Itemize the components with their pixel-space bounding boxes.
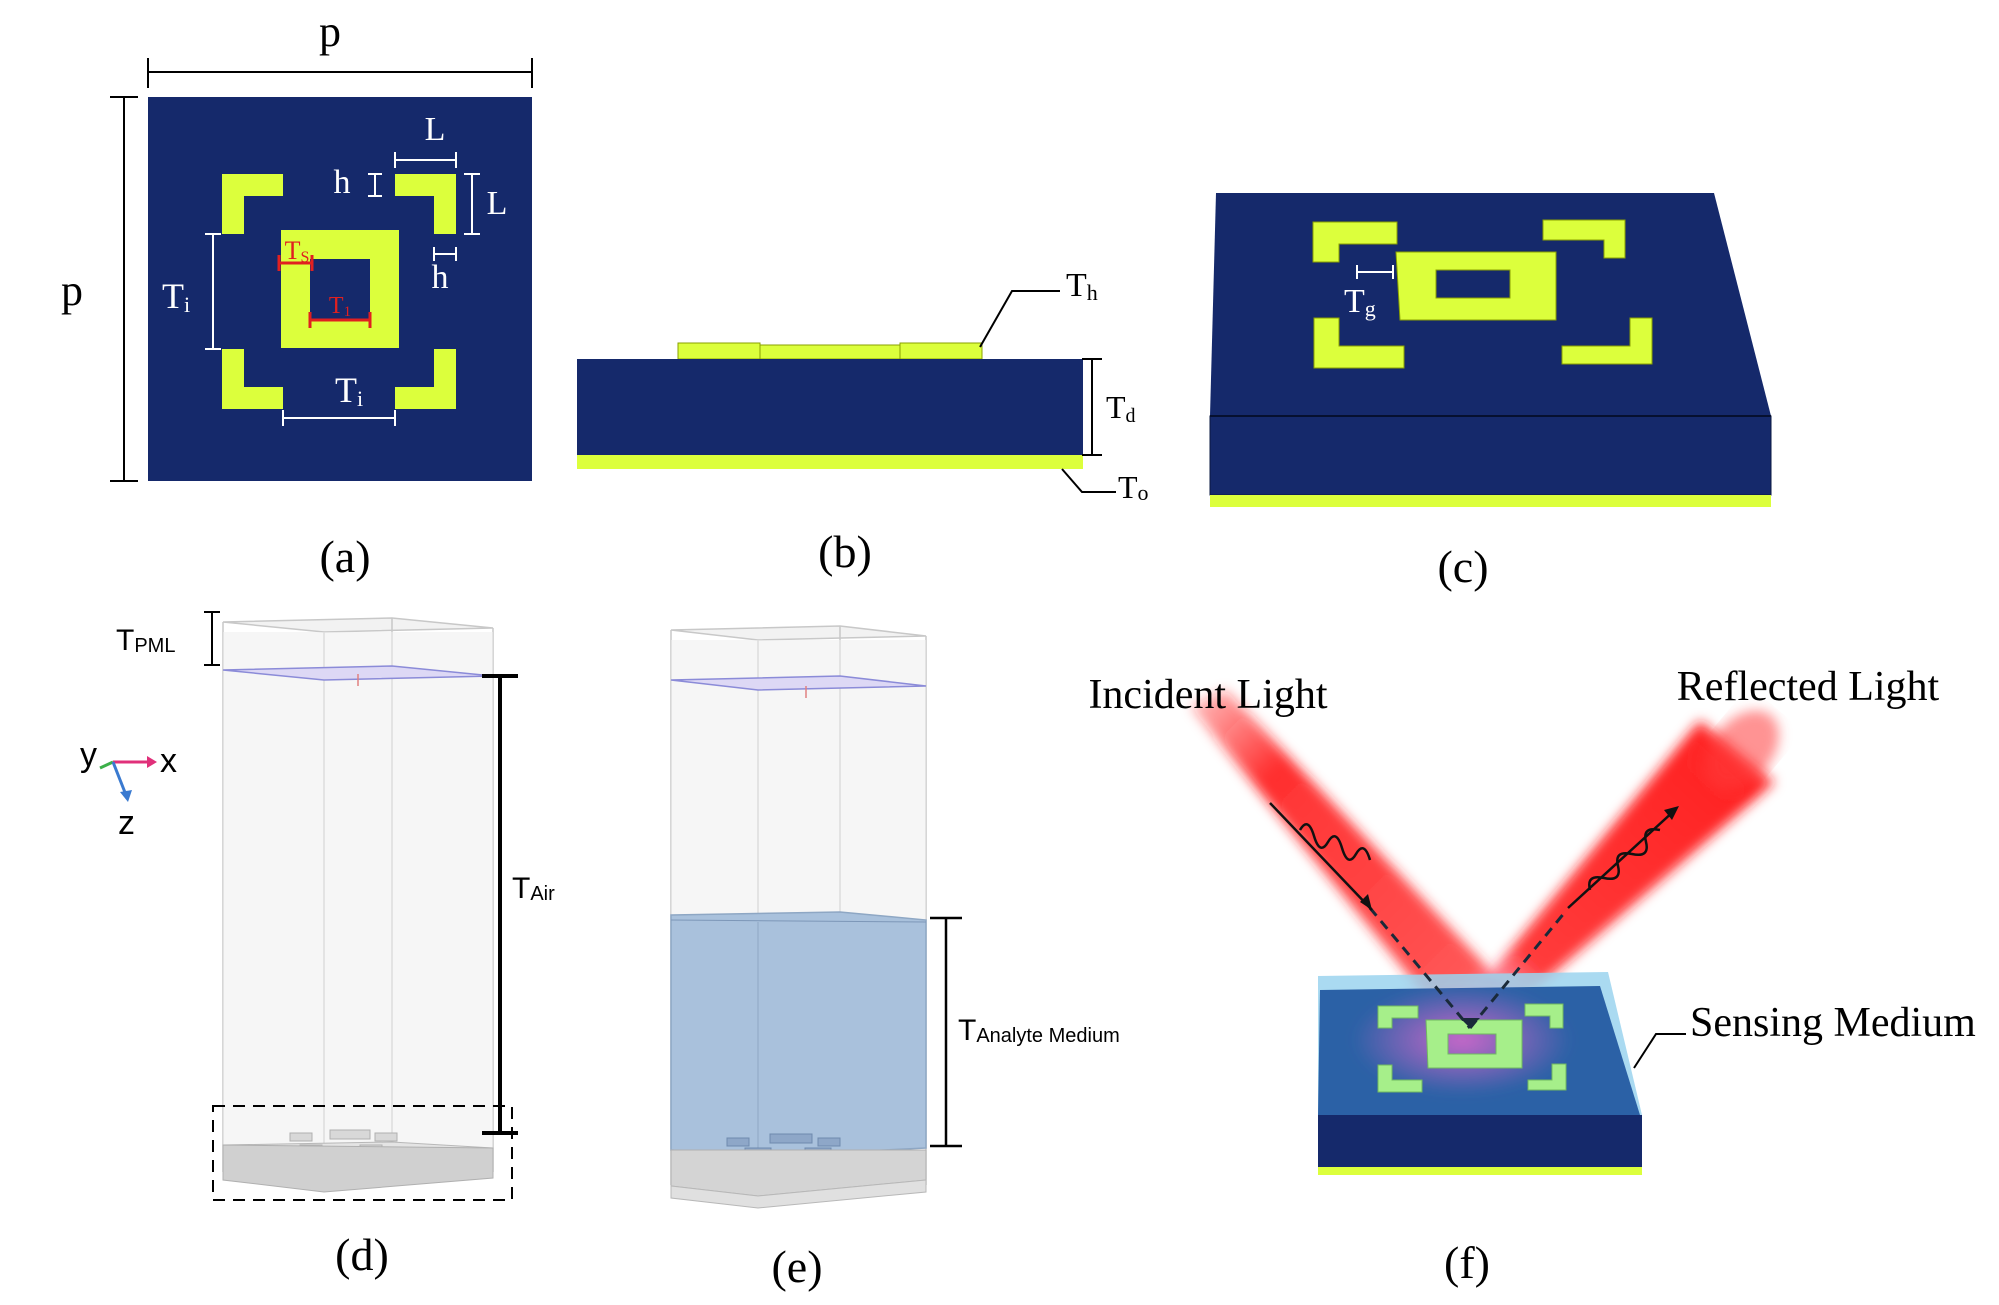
dim-TPML xyxy=(204,611,220,666)
corner-resonator-top-left xyxy=(1312,221,1398,263)
label-T1: T1 xyxy=(329,293,351,320)
corner-resonator-bottom-right xyxy=(395,349,456,409)
label-Td: Td xyxy=(1106,389,1136,427)
dim-Ti-left xyxy=(205,233,221,350)
dim-p-top xyxy=(147,58,533,88)
metal-pattern-right xyxy=(899,342,983,360)
axis-triad xyxy=(99,756,157,802)
resonator-pattern xyxy=(1377,1003,1567,1093)
panel-c-3d-view: Tg (c) xyxy=(1209,193,1772,592)
source-plane xyxy=(670,675,927,691)
caption-b: (b) xyxy=(818,526,872,577)
corner-resonator-bottom-left xyxy=(1313,317,1405,369)
metal-pattern-center xyxy=(759,344,901,360)
caption-e: (e) xyxy=(771,1241,822,1292)
dim-TAnalyte xyxy=(930,916,962,1148)
leader-To xyxy=(1061,468,1116,493)
panel-e-analyte-domain: TAnalyte Medium (e) xyxy=(670,625,1120,1292)
leader-Th xyxy=(979,290,1060,348)
corner-resonator-top-left xyxy=(222,174,283,234)
dim-h-side xyxy=(433,247,457,261)
dim-Ts xyxy=(277,255,314,271)
dim-L-side xyxy=(464,173,480,235)
incident-wave-arrow xyxy=(1269,802,1373,911)
dim-T1 xyxy=(308,312,372,328)
corner-resonator-top-right xyxy=(395,174,456,234)
label-To: To xyxy=(1118,469,1149,505)
label-Ti-left: Ti xyxy=(162,276,190,317)
label-sensing-medium: Sensing Medium xyxy=(1690,1000,1976,1046)
reflected-wave-arrow xyxy=(1567,809,1676,909)
label-TPML: TPML xyxy=(116,624,175,657)
label-L-top: L xyxy=(425,111,446,148)
unit-cell-substrate xyxy=(148,97,532,481)
caption-f: (f) xyxy=(1444,1237,1490,1288)
structure-highlight-box xyxy=(212,1105,513,1201)
label-p-left: p xyxy=(61,266,83,315)
corner-resonator-bottom-right xyxy=(1561,317,1653,365)
substrate-block xyxy=(222,1144,494,1193)
label-Ti-bottom: Ti xyxy=(335,370,363,411)
dim-L-top xyxy=(394,152,457,168)
caption-a: (a) xyxy=(319,531,370,582)
axis-label-z: z xyxy=(118,804,135,842)
panel-b-side-view: Th Td To (b) xyxy=(577,267,1149,577)
label-Tg: Tg xyxy=(1344,283,1376,321)
dim-Tg xyxy=(1356,265,1394,279)
dim-p-left xyxy=(110,96,138,482)
dielectric-layer xyxy=(577,359,1083,455)
center-square-ring xyxy=(281,230,399,348)
label-h-side: h xyxy=(432,259,449,296)
label-TAir: TAir xyxy=(512,872,555,905)
caption-d: (d) xyxy=(335,1229,389,1280)
label-incident-light: Incident Light xyxy=(1088,672,1327,718)
center-square-ring xyxy=(1395,251,1557,321)
substrate-front-face xyxy=(1209,415,1772,496)
ground-layer xyxy=(1318,1167,1642,1175)
analyte-medium-layer xyxy=(670,911,927,1157)
corner-resonator-bottom-left xyxy=(222,349,283,409)
axis-label-y: y xyxy=(80,736,97,774)
metal-pattern-left xyxy=(677,342,761,360)
label-Ts: TS xyxy=(285,236,310,266)
panel-f-sensing-setup: Incident Light Reflected Light Sensing M… xyxy=(1088,664,1976,1288)
caption-c: (c) xyxy=(1437,541,1488,592)
ground-metal-layer xyxy=(577,455,1083,469)
dim-TAir xyxy=(482,674,518,1135)
label-TAnalyte: TAnalyte Medium xyxy=(958,1014,1120,1047)
label-Th: Th xyxy=(1066,267,1098,305)
corner-resonator-top-right xyxy=(1542,219,1626,259)
dim-Td xyxy=(1082,358,1102,456)
substrate-front-face xyxy=(1318,1115,1642,1167)
label-p-top: p xyxy=(319,7,341,56)
dim-h-top xyxy=(368,173,382,197)
dim-Ti-bottom xyxy=(282,410,396,426)
panel-a-top-view: p p L L h xyxy=(61,7,533,582)
axis-label-x: x xyxy=(160,742,177,780)
label-L-side: L xyxy=(487,185,508,222)
ground-layer xyxy=(1210,495,1771,507)
panel-d-simulation-domain: TPML TAir y x z (d) xyxy=(80,611,555,1280)
label-reflected-light: Reflected Light xyxy=(1677,664,1940,710)
label-h-top: h xyxy=(334,164,351,201)
